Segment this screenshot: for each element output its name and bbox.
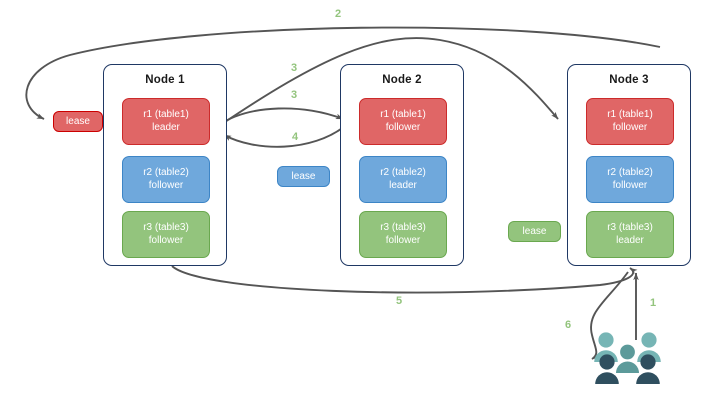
replica-role: follower (385, 121, 421, 133)
arrow-step-5 (171, 265, 638, 294)
replica-node2-r2[interactable]: r2 (table2) leader (359, 156, 447, 203)
step-label-1: 1 (649, 297, 657, 309)
step-label-3-lower: 3 (290, 89, 298, 101)
replica-name: r1 (table1) (380, 109, 426, 120)
lease-badge-blue[interactable]: lease (277, 166, 330, 187)
arrow-step-3-node2 (218, 107, 344, 126)
step-label-6: 6 (564, 319, 572, 331)
replica-name: r2 (table2) (380, 167, 426, 178)
replica-node3-r3[interactable]: r3 (table3) leader (586, 211, 674, 258)
replica-role: follower (612, 179, 648, 191)
replica-name: r2 (table2) (143, 167, 189, 178)
replica-node3-r1[interactable]: r1 (table1) follower (586, 98, 674, 145)
replica-name: r3 (table3) (380, 222, 426, 233)
lease-badge-red[interactable]: lease (53, 111, 103, 132)
lease-badge-green[interactable]: lease (508, 221, 561, 242)
arrow-step-4 (223, 125, 346, 148)
node-container-node2: Node 2 r1 (table1) follower r2 (table2) … (340, 64, 464, 266)
replica-node2-r3[interactable]: r3 (table3) follower (359, 211, 447, 258)
replica-node3-r2[interactable]: r2 (table2) follower (586, 156, 674, 203)
step-label-2: 2 (334, 8, 342, 20)
replica-name: r1 (table1) (607, 109, 653, 120)
replica-name: r3 (table3) (607, 222, 653, 233)
replica-name: r1 (table1) (143, 109, 189, 120)
step-label-3-upper: 3 (290, 62, 298, 74)
node-title-node1: Node 1 (145, 74, 185, 86)
step-label-4: 4 (291, 131, 299, 143)
node-title-node2: Node 2 (382, 74, 422, 86)
replica-role: follower (612, 121, 648, 133)
replica-role: follower (148, 234, 184, 246)
replica-role: follower (148, 179, 184, 191)
replica-node1-r2[interactable]: r2 (table2) follower (122, 156, 210, 203)
node-container-node1: Node 1 r1 (table1) leader r2 (table2) fo… (103, 64, 227, 266)
replica-name: r3 (table3) (143, 222, 189, 233)
replica-name: r2 (table2) (607, 167, 653, 178)
node-container-node3: Node 3 r1 (table1) follower r2 (table2) … (567, 64, 691, 266)
replica-role: follower (385, 234, 421, 246)
replica-role: leader (616, 234, 644, 246)
replica-node2-r1[interactable]: r1 (table1) follower (359, 98, 447, 145)
node-title-node3: Node 3 (609, 74, 649, 86)
clients-people-icon (594, 332, 661, 384)
step-label-5: 5 (395, 295, 403, 307)
replica-role: leader (389, 179, 417, 191)
replica-role: leader (152, 121, 180, 133)
replica-node1-r1[interactable]: r1 (table1) leader (122, 98, 210, 145)
replica-node1-r3[interactable]: r3 (table3) follower (122, 211, 210, 258)
